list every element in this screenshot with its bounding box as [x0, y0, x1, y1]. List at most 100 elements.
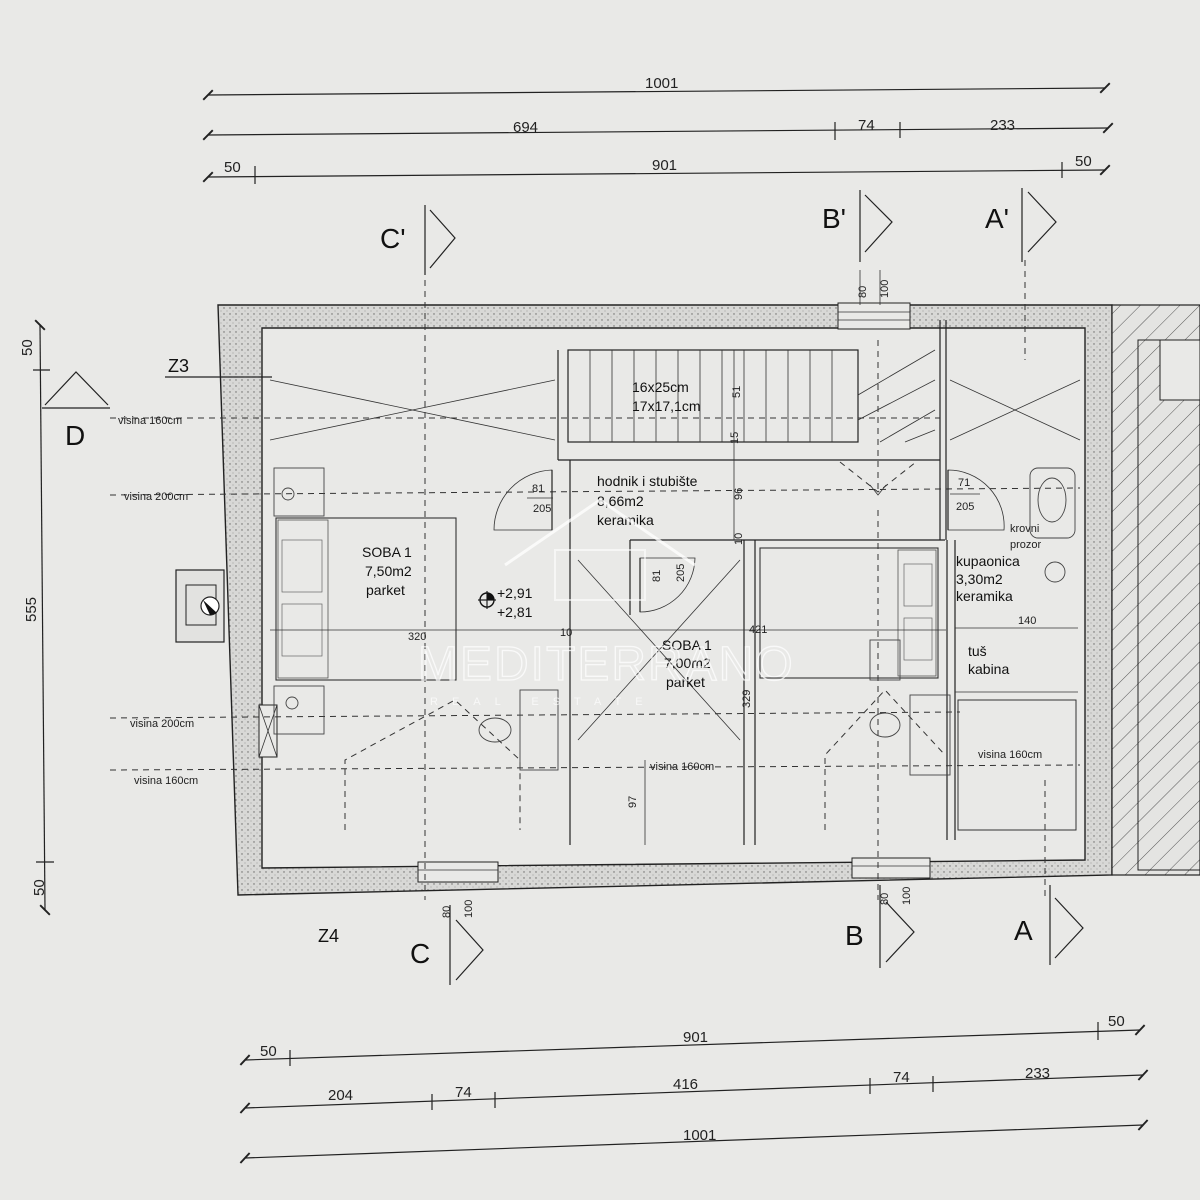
room-soba-left: SOBA 1 7,50m2 parket — [362, 544, 412, 598]
watermark-sub: REAL ESTATE — [430, 696, 657, 708]
svg-text:parket: parket — [666, 674, 705, 690]
height-lines — [109, 260, 1081, 900]
svg-text:A': A' — [985, 203, 1009, 234]
dim-bot-a-right: 50 — [1108, 1013, 1125, 1030]
svg-text:kupaonica: kupaonica — [956, 553, 1020, 569]
top-dimensions: 1001 694 74 233 50 901 50 — [202, 75, 1114, 184]
room-labels: SOBA 1 7,50m2 parket SOBA 1 7,00m2 parke… — [362, 473, 1020, 690]
dim-bot-b3: 416 — [673, 1076, 698, 1093]
svg-text:81: 81 — [651, 570, 663, 582]
svg-text:205: 205 — [675, 564, 687, 582]
bottom-dimensions: 50 901 50 204 74 416 74 233 1001 — [239, 1013, 1149, 1164]
svg-text:71: 71 — [958, 477, 970, 489]
room-soba-right: SOBA 1 7,00m2 parket — [662, 637, 712, 690]
staircase — [567, 340, 936, 496]
dim-top-d-left: 50 — [224, 159, 241, 176]
svg-text:320: 320 — [408, 631, 426, 643]
svg-text:hodnik i stubište: hodnik i stubište — [597, 473, 698, 489]
svg-text:7,00m2: 7,00m2 — [664, 655, 711, 671]
walls — [175, 302, 1113, 896]
svg-text:7,50m2: 7,50m2 — [365, 563, 412, 579]
dim-left-top: 50 — [19, 339, 36, 356]
section-markers: C' B' A' C B A — [42, 188, 1084, 985]
svg-text:329: 329 — [741, 690, 753, 708]
section-a-top: A' — [985, 188, 1057, 262]
label-z4: Z4 — [318, 926, 339, 946]
svg-text:97: 97 — [627, 796, 639, 808]
svg-text:81: 81 — [532, 483, 544, 495]
svg-text:80: 80 — [857, 286, 869, 298]
dim-bot-b2: 74 — [455, 1084, 472, 1101]
svg-text:100: 100 — [463, 900, 475, 918]
watermark-logo: MEDITERRANO REAL ESTATE — [417, 498, 795, 708]
svg-text:visina 160cm: visina 160cm — [134, 775, 198, 787]
dim-left-mid: 555 — [23, 597, 40, 622]
svg-text:visina 160cm: visina 160cm — [978, 749, 1042, 761]
svg-text:100: 100 — [879, 280, 891, 298]
svg-text:205: 205 — [956, 501, 974, 513]
svg-text:205: 205 — [533, 503, 551, 515]
svg-text:96: 96 — [733, 488, 745, 500]
svg-text:krovni: krovni — [1010, 523, 1039, 535]
small-dimensions: 81 205 81 205 71 205 96 10 15 51 10 320 … — [270, 270, 1036, 918]
notes: visina 160cm visina 200cm visina 200cm v… — [118, 379, 1042, 787]
dim-bot-b5: 233 — [1025, 1065, 1050, 1082]
svg-text:+2,91: +2,91 — [497, 585, 533, 601]
section-c-bottom: C — [410, 905, 484, 985]
svg-text:3,30m2: 3,30m2 — [956, 571, 1003, 587]
svg-text:C: C — [410, 938, 430, 969]
section-b-bottom: B — [845, 885, 915, 968]
svg-text:10: 10 — [733, 533, 745, 545]
svg-text:B': B' — [822, 203, 846, 234]
doors — [493, 469, 1005, 613]
dim-top-total: 1001 — [645, 75, 678, 92]
svg-text:keramika: keramika — [597, 512, 654, 528]
svg-text:keramika: keramika — [956, 588, 1013, 604]
neighbour-hatch — [1111, 304, 1200, 876]
interior-walls — [557, 320, 1078, 845]
dim-top-c: 233 — [990, 117, 1015, 134]
svg-text:visina 160cm: visina 160cm — [118, 415, 182, 427]
svg-text:A: A — [1014, 915, 1033, 946]
svg-text:D: D — [65, 420, 85, 451]
svg-text:parket: parket — [366, 582, 405, 598]
dim-bot-b4: 74 — [893, 1069, 910, 1086]
svg-text:prozor: prozor — [1010, 539, 1042, 551]
dim-bot-a-mid: 901 — [683, 1029, 708, 1046]
svg-text:tuš: tuš — [968, 643, 987, 659]
svg-text:80: 80 — [441, 906, 453, 918]
dim-bot-a-left: 50 — [260, 1043, 277, 1060]
level-marker — [478, 591, 496, 609]
room-tus: tuš kabina — [968, 643, 1009, 677]
svg-text:SOBA 1: SOBA 1 — [662, 637, 712, 653]
svg-text:+2,81: +2,81 — [497, 604, 533, 620]
svg-text:SOBA 1: SOBA 1 — [362, 544, 412, 560]
watermark-brand: MEDITERRANO — [418, 638, 795, 691]
dim-left-bot: 50 — [31, 879, 48, 896]
svg-text:kabina: kabina — [968, 661, 1009, 677]
section-c-top: C' — [380, 205, 456, 275]
room-kupaonica: kupaonica 3,30m2 keramika — [956, 553, 1020, 604]
dim-top-d-mid: 901 — [652, 157, 677, 174]
dim-top-a: 694 — [513, 119, 538, 136]
svg-text:B: B — [845, 920, 864, 951]
svg-text:17x17,1cm: 17x17,1cm — [632, 398, 700, 414]
svg-text:51: 51 — [731, 386, 743, 398]
label-z3: Z3 — [168, 356, 189, 376]
svg-text:100: 100 — [901, 887, 913, 905]
section-d: D — [42, 371, 110, 451]
dim-top-b: 74 — [858, 117, 875, 134]
furniture — [273, 467, 1076, 776]
dim-bot-total: 1001 — [683, 1127, 716, 1144]
svg-text:80: 80 — [879, 893, 891, 905]
dim-top-d-right: 50 — [1075, 153, 1092, 170]
svg-text:visina 200cm: visina 200cm — [130, 718, 194, 730]
svg-text:140: 140 — [1018, 615, 1036, 627]
svg-text:visina 160cm: visina 160cm — [650, 761, 714, 773]
svg-text:16x25cm: 16x25cm — [632, 379, 689, 395]
svg-text:15: 15 — [729, 432, 741, 444]
left-dimensions: 50 555 50 — [19, 319, 54, 916]
section-a-bottom: A — [1014, 885, 1084, 965]
svg-text:C': C' — [380, 223, 406, 254]
